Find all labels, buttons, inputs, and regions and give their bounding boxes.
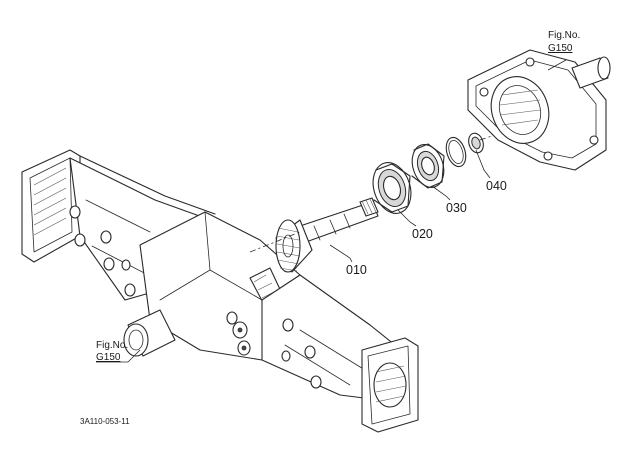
leader-lines [96, 59, 567, 363]
axle-housing[interactable] [21, 149, 419, 433]
part-label-040[interactable]: 040 [486, 179, 507, 193]
ball-bearing-large[interactable] [367, 158, 417, 219]
snap-ring[interactable] [443, 135, 469, 169]
seal-ring[interactable] [466, 131, 485, 154]
part-label-020[interactable]: 020 [412, 227, 433, 241]
fig-ref-left-line2[interactable]: G150 [96, 352, 121, 363]
ball-bearing-small[interactable] [407, 140, 449, 191]
gear-case-housing[interactable] [467, 49, 611, 171]
fig-ref-top-line1[interactable]: Fig.No. [548, 30, 580, 41]
bevel-gear-shaft[interactable] [275, 197, 379, 273]
fig-ref-left-line1[interactable]: Fig.No. [96, 340, 128, 351]
fig-ref-top-line2[interactable]: G150 [548, 43, 573, 54]
part-label-030[interactable]: 030 [446, 201, 467, 215]
part-label-010[interactable]: 010 [346, 263, 367, 277]
drawing-code: 3A110-053-11 [80, 417, 130, 426]
